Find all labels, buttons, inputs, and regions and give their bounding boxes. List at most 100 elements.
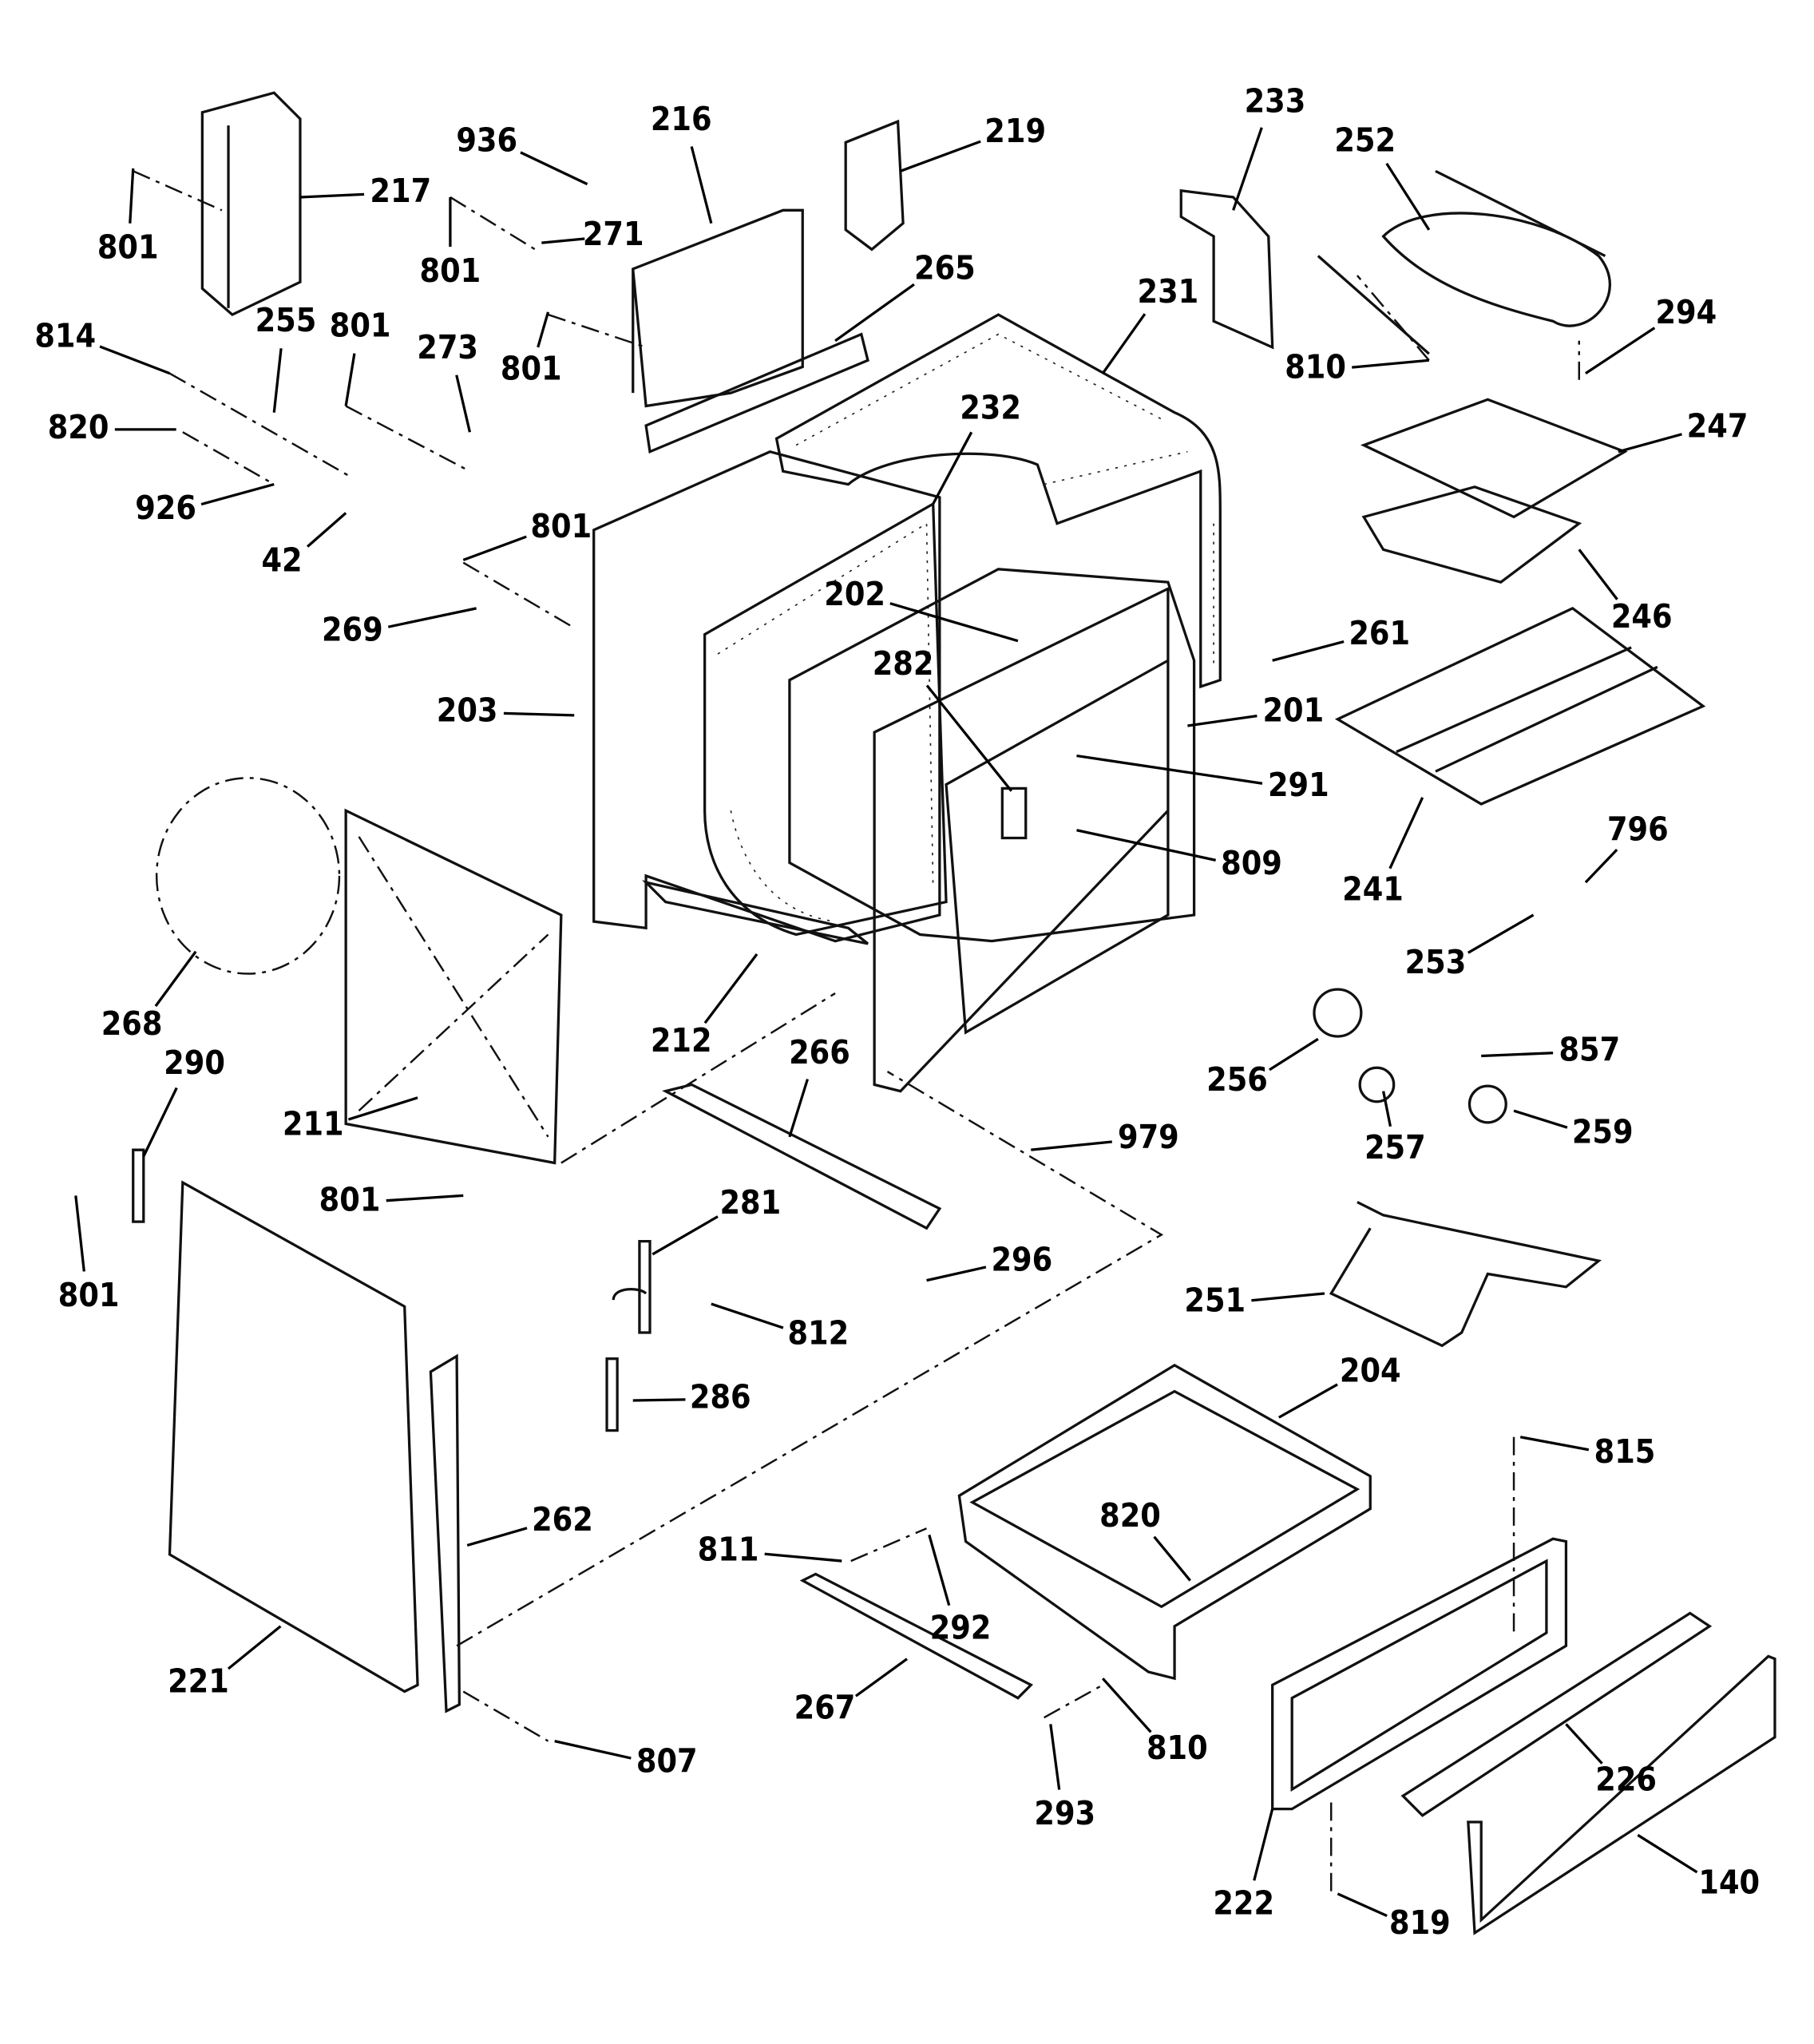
callout-252: 252 — [1334, 121, 1396, 159]
leader-line — [1388, 797, 1424, 869]
callout-202: 202 — [824, 575, 885, 613]
part-side-panel — [168, 1180, 419, 1693]
leader-line — [1578, 549, 1618, 600]
callout-290: 290 — [164, 1044, 225, 1082]
leader-line — [520, 151, 588, 186]
leader-line — [1253, 1808, 1274, 1881]
callout-820: 820 — [48, 408, 109, 446]
leader-line — [1618, 433, 1682, 454]
leader-line — [386, 1194, 464, 1202]
part-bracket-290 — [132, 1148, 145, 1223]
callout-936: 936 — [456, 121, 517, 159]
part-oven-rack — [1334, 606, 1706, 806]
leader-line — [344, 353, 356, 406]
callout-271: 271 — [583, 215, 644, 253]
callout-247: 247 — [1687, 406, 1749, 445]
callout-811: 811 — [698, 1531, 759, 1569]
callout-796: 796 — [1607, 810, 1669, 848]
callout-810: 810 — [1147, 1729, 1208, 1767]
leader-line — [900, 140, 981, 172]
part-rear-panel — [344, 808, 563, 1165]
part-side-trim — [429, 1353, 461, 1713]
part-insulation-duct — [1179, 188, 1274, 350]
leader-line — [690, 146, 713, 224]
leader-line — [926, 1266, 987, 1282]
part-front-rail — [662, 1083, 942, 1230]
callout-259: 259 — [1572, 1113, 1634, 1151]
leader-line — [200, 482, 275, 506]
callout-801: 801 — [330, 306, 391, 344]
leader-line — [1049, 1724, 1061, 1790]
leader-line — [788, 1079, 810, 1138]
part-drawer-front — [1271, 1537, 1568, 1811]
part-drawer-handle — [1400, 1611, 1713, 1817]
callout-201: 201 — [1262, 691, 1324, 730]
callout-241: 241 — [1342, 870, 1404, 909]
leader-line — [925, 684, 1013, 792]
callout-232: 232 — [960, 388, 1021, 426]
callout-801: 801 — [530, 507, 592, 545]
callout-801: 801 — [58, 1276, 120, 1314]
leader-line — [462, 535, 527, 561]
callout-251: 251 — [1184, 1281, 1246, 1319]
leader-line — [129, 168, 135, 224]
part-broiler-pan — [1361, 485, 1582, 584]
leader-line — [1385, 162, 1431, 231]
callout-809: 809 — [1221, 844, 1282, 882]
part-broiler-grid — [1360, 398, 1628, 519]
callout-216: 216 — [651, 100, 712, 138]
leader-line — [1585, 327, 1656, 375]
leader-line — [703, 953, 758, 1024]
part-drawer-rail — [799, 1572, 1034, 1700]
callout-293: 293 — [1034, 1794, 1095, 1832]
leader-line — [299, 192, 365, 199]
callout-211: 211 — [283, 1105, 344, 1143]
callout-265: 265 — [914, 249, 976, 287]
callout-801: 801 — [501, 349, 562, 387]
leader-line — [928, 1534, 951, 1606]
leader-line — [74, 1195, 85, 1272]
part-oven-liner — [703, 501, 948, 937]
callout-801: 801 — [97, 228, 159, 266]
callout-282: 282 — [873, 644, 934, 683]
leader-line — [1513, 1109, 1568, 1129]
leader-line — [1519, 1436, 1590, 1452]
leader-line — [1278, 1383, 1338, 1419]
part-side-frame — [592, 450, 941, 943]
leader-line — [1272, 640, 1345, 662]
leader-line — [99, 345, 171, 375]
leader-line — [1101, 1678, 1152, 1733]
callout-253: 253 — [1405, 943, 1467, 981]
part-cabinet-insulation — [795, 333, 1214, 667]
callout-291: 291 — [1268, 766, 1329, 804]
part-hinge — [612, 1239, 652, 1334]
assembly-lines — [133, 170, 1581, 1894]
callout-979: 979 — [1118, 1118, 1179, 1156]
part-trim-140 — [1467, 1654, 1776, 1935]
callout-812: 812 — [787, 1313, 849, 1352]
callout-256: 256 — [1206, 1060, 1268, 1099]
part-detail-circle — [155, 777, 341, 975]
callout-257: 257 — [1364, 1128, 1426, 1167]
part-broil-element — [1317, 169, 1611, 355]
leader-line — [854, 1658, 908, 1697]
callout-286: 286 — [690, 1377, 751, 1416]
callout-226: 226 — [1595, 1760, 1657, 1798]
leader-line — [1382, 1091, 1392, 1127]
leader-line — [652, 1215, 719, 1256]
part-light-cover — [1467, 1084, 1507, 1124]
leader-line — [537, 311, 550, 348]
leader-line — [387, 607, 477, 628]
callout-801: 801 — [420, 252, 481, 290]
leader-line — [1337, 1892, 1388, 1917]
leader-line — [764, 1552, 842, 1563]
callout-204: 204 — [1340, 1352, 1401, 1390]
part-side-bracket — [200, 91, 302, 317]
part-trim-strip — [644, 332, 869, 454]
callout-273: 273 — [417, 328, 478, 366]
leader-line — [1076, 829, 1216, 862]
leader-line — [1101, 313, 1147, 374]
leader-line — [711, 1302, 784, 1329]
callout-203: 203 — [437, 691, 498, 730]
